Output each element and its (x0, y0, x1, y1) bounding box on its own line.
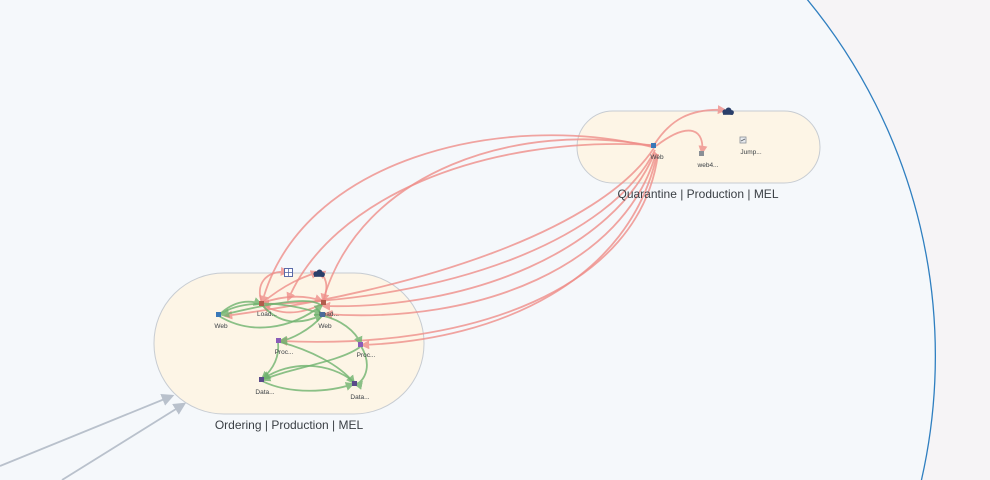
node-ord-load2[interactable]: Load... (319, 300, 339, 318)
node-q-web4[interactable]: web4... (697, 151, 719, 169)
edge-q-web-ord-load1[interactable] (259, 134, 653, 305)
server-icon (739, 136, 747, 144)
edge-q-web-ord-load2-top[interactable] (320, 138, 653, 303)
node-label: Jump... (740, 149, 762, 156)
edge-q-web-ord-web2[interactable] (323, 152, 657, 319)
square-icon (699, 151, 704, 156)
edge-q-web-ord-top-a[interactable] (286, 143, 653, 302)
edge-q-web-cloud[interactable] (653, 105, 727, 146)
node-ord-load1[interactable]: Load... (257, 301, 277, 318)
node-label: Load... (319, 311, 339, 318)
edge-q-web-ord-load1-b[interactable] (260, 149, 656, 309)
edge-ord-load2-web[interactable] (220, 300, 323, 318)
node-ord-proc1[interactable]: Proc... (275, 338, 294, 356)
node-label: Data... (255, 389, 274, 396)
edge-q-web-web4[interactable] (655, 129, 708, 155)
group-label-quarantine: Quarantine | Production | MEL (618, 187, 779, 201)
node-ord-proc2[interactable]: Proc... (357, 342, 376, 359)
square-icon (259, 377, 264, 382)
node-ord-web2[interactable]: Web (318, 312, 332, 330)
cloud-icon[interactable] (313, 269, 325, 277)
edge-q-web-ord-web[interactable] (223, 147, 655, 320)
edge-ord-load1-web2[interactable] (261, 304, 324, 323)
node-label: Web (214, 323, 228, 330)
node-q-jump[interactable]: Jump... (739, 136, 762, 156)
node-q-web[interactable]: Web (650, 143, 664, 161)
group-label-ordering: Ordering | Production | MEL (215, 418, 364, 432)
edge-external-ordering-1[interactable] (0, 393, 175, 467)
edge-ord-data1-data2[interactable] (261, 380, 355, 392)
node-label: Web (650, 154, 664, 161)
node-label: Proc... (357, 352, 376, 359)
square-icon (352, 381, 357, 386)
region-boundary (806, 0, 936, 480)
region-background (807, 0, 990, 480)
edge-ord-web2-proc2[interactable] (323, 315, 363, 346)
edge-external-ordering-2[interactable] (61, 402, 187, 480)
cloud-icon[interactable] (722, 107, 734, 115)
edge-ord-web2-proc1[interactable] (278, 315, 323, 345)
square-icon (358, 342, 363, 347)
edge-ord-proc2-data1[interactable] (261, 346, 361, 382)
group-quarantine[interactable] (576, 110, 821, 184)
square-icon (276, 338, 281, 343)
node-ord-data1[interactable]: Data... (255, 377, 275, 396)
edge-ord-web-load2[interactable] (218, 303, 324, 329)
edge-ord-data2-data1[interactable] (261, 364, 355, 383)
square-icon (216, 312, 221, 317)
square-icon (320, 312, 325, 317)
node-label: Data... (350, 394, 369, 401)
node-ord-web[interactable]: Web (214, 312, 228, 330)
grid-icon[interactable] (284, 268, 293, 277)
square-icon (259, 301, 264, 306)
edge-q-web-ord-proc2[interactable] (360, 153, 658, 350)
edge-q-web-ord-load2-b[interactable] (321, 151, 656, 311)
node-label: Web (318, 323, 332, 330)
square-icon (321, 300, 326, 305)
edge-ord-load1-load2[interactable] (261, 294, 324, 304)
square-icon (651, 143, 656, 148)
node-label: Proc... (275, 349, 294, 356)
node-ord-data2[interactable]: Data... (350, 381, 370, 401)
node-label: Load... (257, 311, 277, 318)
node-label: web4... (697, 162, 719, 169)
